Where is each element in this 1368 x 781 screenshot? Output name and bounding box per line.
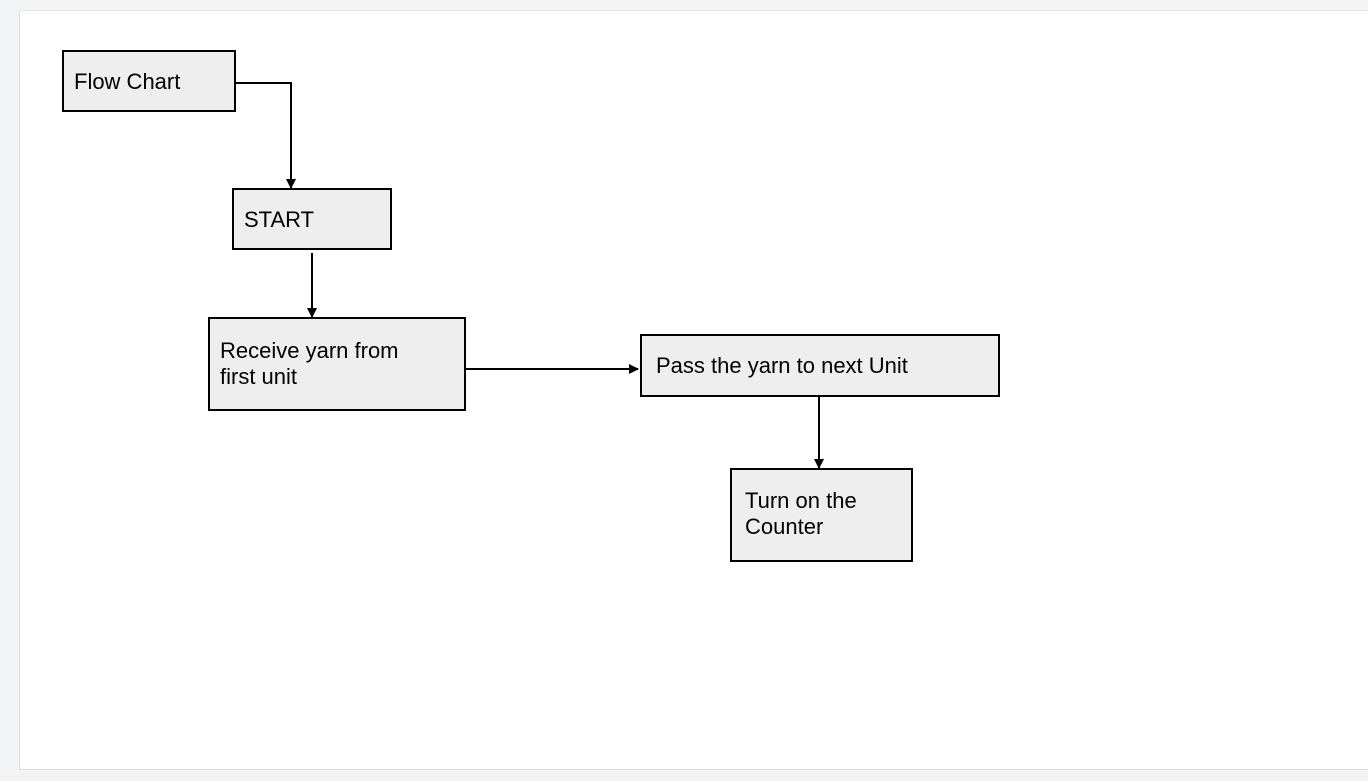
node-turn-on-counter[interactable]: Turn on the Counter bbox=[730, 468, 913, 562]
node-receive-yarn[interactable]: Receive yarn from first unit bbox=[208, 317, 466, 411]
node-flow-chart[interactable]: Flow Chart bbox=[62, 50, 236, 112]
node-pass-yarn[interactable]: Pass the yarn to next Unit bbox=[640, 334, 1000, 397]
node-start[interactable]: START bbox=[232, 188, 392, 250]
